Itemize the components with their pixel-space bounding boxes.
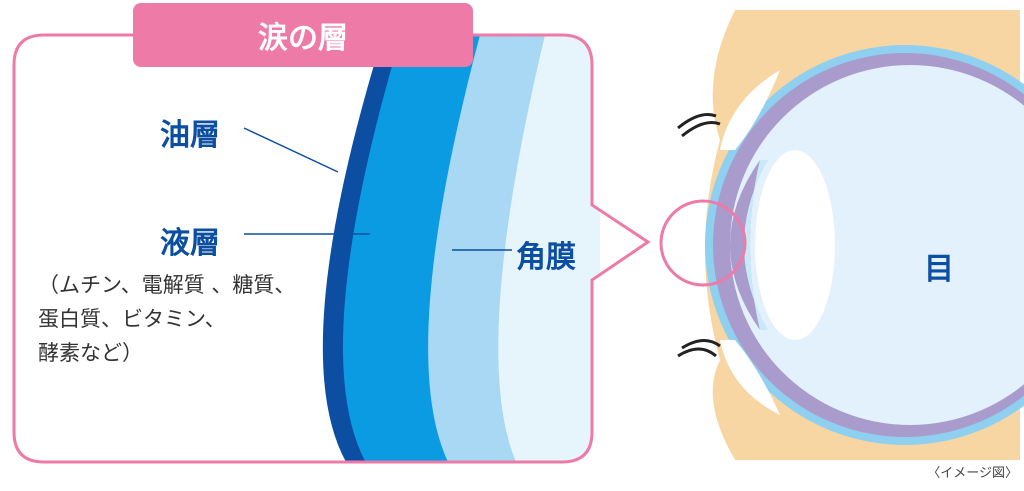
oil-layer-label: 油層 [160, 118, 220, 153]
callout-frame [12, 33, 651, 464]
title-tab: 涙の層 [133, 3, 473, 67]
desc-line: 酵素など） [38, 341, 143, 365]
tear-layers [322, 35, 600, 462]
magnify-circle [659, 199, 747, 287]
liquid-layer-description: （ムチン、電解質 、糖質、 蛋白質、ビタミン、 酵素など） [38, 268, 295, 370]
cornea-label: 角膜 [516, 240, 576, 275]
image-caption: 〈イメージ図〉 [927, 466, 1018, 481]
eye-label: 目 [924, 252, 954, 287]
desc-line: （ムチン、電解質 、糖質、 [38, 273, 296, 297]
liquid-layer-label: 液層 [160, 226, 220, 261]
desc-line: 蛋白質、ビタミン、 [38, 307, 226, 331]
oil-leader-line [243, 127, 339, 173]
eye-illustration [659, 10, 1024, 460]
